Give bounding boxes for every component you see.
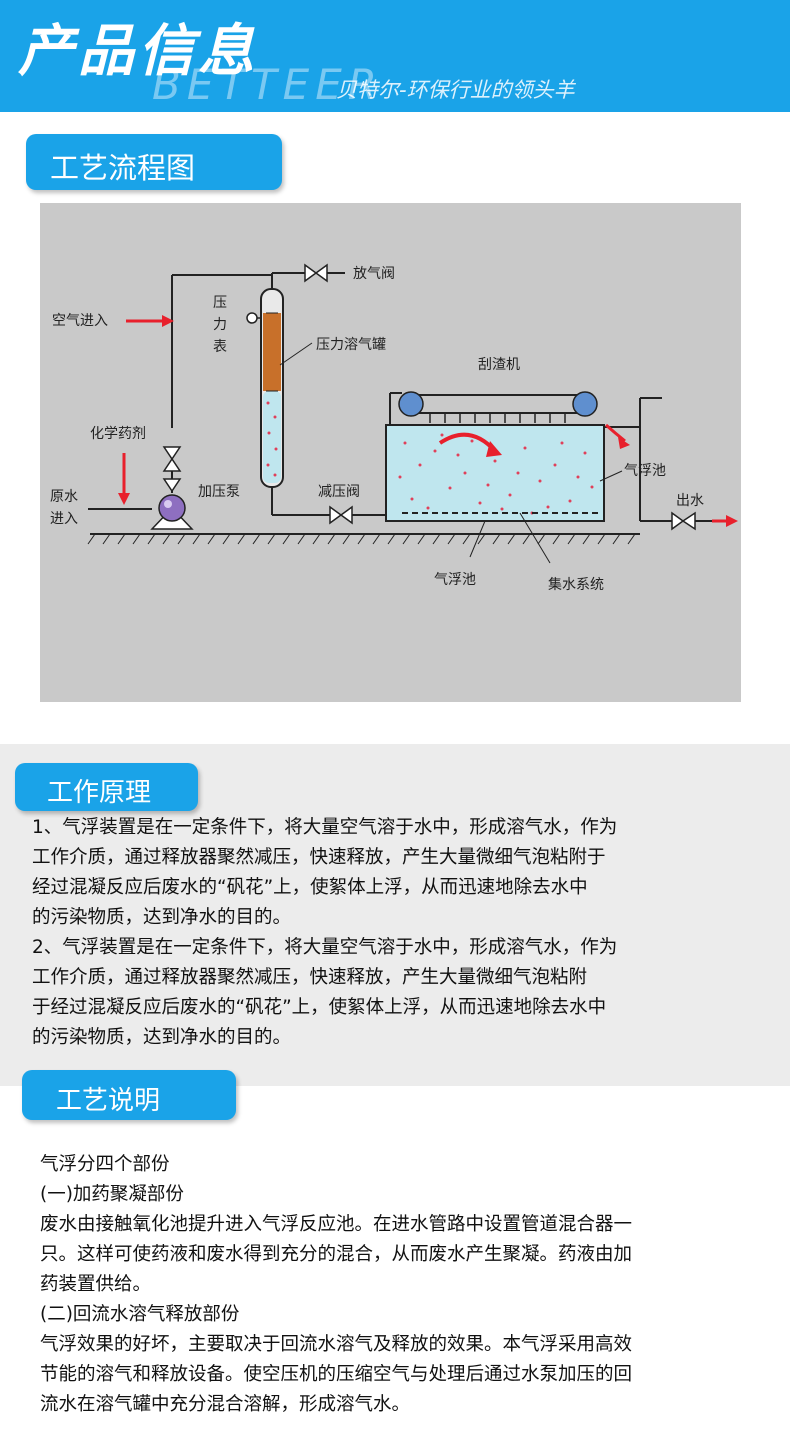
label-pool-bottom: 气浮池 bbox=[434, 572, 476, 588]
header-banner: 产品信息 BETTEER 贝特尔-环保行业的领头羊 bbox=[0, 0, 790, 112]
section-label-text: 工作原理 bbox=[47, 778, 152, 808]
desc-line-3: 废水由接触氧化池提升进入气浮反应池。在进水管路中设置管道混合器一 bbox=[40, 1214, 633, 1235]
banner-title: 产品信息 bbox=[18, 19, 258, 84]
scraper-machine bbox=[398, 391, 598, 423]
principle-line-7: 于经过混凝反应后废水的“矾花”上，使絮体上浮，从而迅速地除去水中 bbox=[32, 997, 607, 1018]
label-gauge-3: 表 bbox=[213, 339, 227, 355]
label-outlet: 出水 bbox=[676, 493, 704, 509]
desc-line-5: 药装置供给。 bbox=[40, 1274, 152, 1295]
pressure-tank bbox=[260, 288, 284, 488]
outlet-arrow bbox=[712, 515, 738, 527]
pressure-pump bbox=[150, 494, 194, 530]
label-scraper: 刮渣机 bbox=[478, 357, 520, 373]
section-label-text: 工艺说明 bbox=[56, 1086, 161, 1116]
banner-brand-watermark: BETTEER bbox=[152, 60, 383, 109]
desc-line-8: 节能的溶气和释放设备。使空压机的压缩空气与处理后通过水泵加压的回 bbox=[40, 1364, 633, 1385]
flotation-pool bbox=[385, 423, 630, 522]
label-air-in: 空气进入 bbox=[52, 313, 108, 329]
principle-line-8: 的污染物质，达到净水的目的。 bbox=[32, 1027, 292, 1048]
leader-lines bbox=[279, 342, 623, 564]
principle-line-2: 工作介质，通过释放器聚然减压，快速释放，产生大量微细气泡粘附于 bbox=[32, 847, 606, 868]
principle-line-4: 的污染物质，达到净水的目的。 bbox=[32, 907, 292, 928]
ground-line bbox=[87, 533, 640, 545]
banner-slogan: 贝特尔-环保行业的领头羊 bbox=[336, 78, 575, 102]
label-gauge-1: 压 bbox=[213, 295, 227, 311]
desc-line-6: (二)回流水溶气释放部份 bbox=[40, 1304, 240, 1325]
label-chemical: 化学药剂 bbox=[90, 426, 146, 442]
pipework bbox=[88, 272, 712, 522]
principle-line-6: 工作介质，通过释放器聚然减压，快速释放，产生大量微细气泡粘附 bbox=[32, 967, 588, 988]
section-label-process-description: 工艺说明 bbox=[22, 1070, 236, 1120]
label-pool-right: 气浮池 bbox=[624, 463, 666, 479]
desc-line-1: 气浮分四个部份 bbox=[40, 1154, 170, 1175]
desc-line-2: (一)加药聚凝部份 bbox=[40, 1184, 184, 1205]
air-inlet-arrow bbox=[126, 315, 174, 327]
flow-diagram-svg: 放气阀 空气进入 压 力 表 压力溶气罐 刮渣机 化学药剂 原水 进入 加压泵 … bbox=[50, 263, 738, 593]
section-label-text: 工艺流程图 bbox=[50, 151, 196, 185]
section-label-working-principle: 工作原理 bbox=[15, 763, 198, 811]
principle-line-3: 经过混凝反应后废水的“矾花”上，使絮体上浮，从而迅速地除去水中 bbox=[32, 877, 588, 898]
label-vent-valve: 放气阀 bbox=[353, 266, 395, 282]
vent-valve-symbol bbox=[304, 263, 328, 283]
principle-line-5: 2、气浮装置是在一定条件下，将大量空气溶于水中，形成溶气水，作为 bbox=[32, 937, 618, 958]
label-raw-water-1: 原水 bbox=[50, 489, 78, 505]
section-label-process-flow: 工艺流程图 bbox=[26, 134, 282, 190]
chemical-inlet-arrow bbox=[118, 453, 130, 505]
desc-line-9: 流水在溶气罐中充分混合溶解，形成溶气水。 bbox=[40, 1394, 411, 1415]
principle-line-1: 1、气浮装置是在一定条件下，将大量空气溶于水中，形成溶气水，作为 bbox=[32, 817, 618, 838]
reducing-valve-symbol bbox=[329, 505, 353, 525]
check-valve-symbol bbox=[162, 446, 182, 493]
desc-line-7: 气浮效果的好坏，主要取决于回流水溶气及释放的效果。本气浮采用高效 bbox=[40, 1334, 633, 1355]
label-pump: 加压泵 bbox=[198, 484, 240, 500]
pressure-gauge bbox=[246, 312, 261, 324]
label-pressure-tank: 压力溶气罐 bbox=[316, 337, 386, 353]
desc-line-4: 只。这样可使药液和废水得到充分的混合，从而废水产生聚凝。药液由加 bbox=[40, 1244, 633, 1265]
label-raw-water-2: 进入 bbox=[50, 511, 78, 527]
label-reducing-valve: 减压阀 bbox=[318, 484, 360, 500]
label-collection: 集水系统 bbox=[548, 576, 604, 593]
process-flow-diagram: 放气阀 空气进入 压 力 表 压力溶气罐 刮渣机 化学药剂 原水 进入 加压泵 … bbox=[40, 203, 741, 702]
label-gauge-2: 力 bbox=[213, 317, 227, 333]
outlet-valve-symbol bbox=[671, 511, 696, 531]
